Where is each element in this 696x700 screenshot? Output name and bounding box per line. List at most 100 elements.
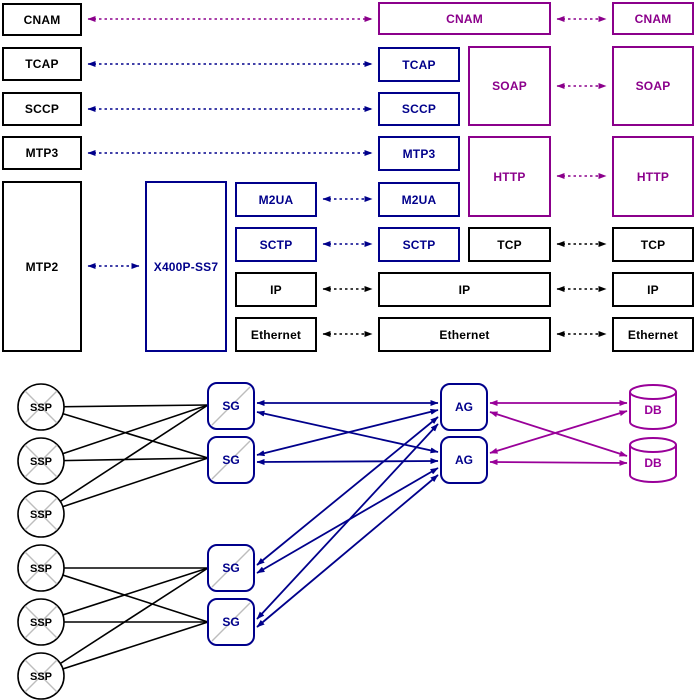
stack-box-ip-middle: IP bbox=[378, 272, 551, 307]
box-label: HTTP bbox=[636, 169, 670, 184]
stack-box-tcap-middle: TCAP bbox=[378, 47, 460, 82]
sg-nodes: SG SG SG SG bbox=[207, 382, 255, 646]
box-label: MTP3 bbox=[25, 146, 59, 160]
stack-box-m2ua-card: M2UA bbox=[235, 182, 317, 217]
ssp-node-6: SSP bbox=[17, 652, 65, 700]
stack-box-sctp-middle: SCTP bbox=[378, 227, 460, 262]
stack-box-tcap-left: TCAP bbox=[2, 47, 82, 81]
ssp-label: SSP bbox=[30, 402, 52, 414]
ssp-label: SSP bbox=[30, 617, 52, 629]
link-sg4-ag2 bbox=[256, 474, 439, 628]
ssp-label: SSP bbox=[30, 671, 52, 683]
stack-box-http-middle: HTTP bbox=[468, 136, 551, 217]
ssp-nodes: SSP SSP SSP SSP bbox=[17, 383, 65, 700]
ssp-node-5: SSP bbox=[17, 598, 65, 646]
ssp-label: SSP bbox=[30, 456, 52, 468]
stack-box-cnam-left: CNAM bbox=[2, 3, 82, 36]
ag-node-2: AG bbox=[440, 436, 488, 484]
ag-nodes: AG AG bbox=[440, 383, 488, 484]
stack-box-sctp-card: SCTP bbox=[235, 227, 317, 262]
box-label: SCTP bbox=[259, 237, 293, 252]
sg-node-4: SG bbox=[207, 598, 255, 646]
box-label: IP bbox=[270, 282, 282, 297]
stack-box-cnam-right: CNAM bbox=[612, 2, 694, 35]
box-label: Ethernet bbox=[250, 327, 302, 342]
box-label: MTP3 bbox=[402, 146, 436, 161]
box-label: IP bbox=[458, 282, 471, 297]
sg-label: SG bbox=[222, 561, 239, 575]
box-label: M2UA bbox=[258, 192, 294, 207]
link-ssp3-sg1 bbox=[40, 404, 209, 515]
sg-label: SG bbox=[222, 399, 239, 413]
box-label: SCCP bbox=[401, 102, 437, 116]
link-sg2-ag1 bbox=[256, 408, 439, 457]
db-node-2: DB bbox=[629, 437, 677, 483]
link-ssp3-sg2 bbox=[40, 457, 209, 515]
box-label: TCP bbox=[497, 237, 522, 252]
ssp-node-1: SSP bbox=[17, 383, 65, 431]
ssp-node-3: SSP bbox=[17, 490, 65, 538]
link-ssp5-sg3 bbox=[40, 567, 209, 623]
box-label: TCAP bbox=[25, 57, 59, 71]
box-label: CNAM bbox=[634, 11, 672, 26]
ssp-node-2: SSP bbox=[17, 437, 65, 485]
box-label: X400P-SS7 bbox=[153, 259, 219, 274]
sg-label: SG bbox=[222, 615, 239, 629]
stack-box-tcp-middle: TCP bbox=[468, 227, 551, 262]
stack-box-m2ua-middle: M2UA bbox=[378, 182, 460, 217]
box-label: MTP2 bbox=[25, 259, 59, 274]
db-nodes: DB DB bbox=[629, 384, 677, 483]
link-ssp6-sg3 bbox=[40, 567, 209, 677]
stack-box-tcp-right: TCP bbox=[612, 227, 694, 262]
sg-node-3: SG bbox=[207, 544, 255, 592]
sg-node-1: SG bbox=[207, 382, 255, 430]
box-label: CNAM bbox=[446, 11, 483, 26]
ag-node-1: AG bbox=[440, 383, 488, 431]
db-node-1: DB bbox=[629, 384, 677, 430]
ssp-label: SSP bbox=[30, 509, 52, 521]
box-label: SOAP bbox=[492, 79, 527, 93]
stack-box-ethernet-right: Ethernet bbox=[612, 317, 694, 352]
box-label: TCP bbox=[640, 237, 666, 252]
box-label: IP bbox=[647, 282, 659, 297]
stack-box-http-right: HTTP bbox=[612, 136, 694, 217]
stack-box-cnam-middle: CNAM bbox=[378, 2, 551, 35]
link-sg4-ag1 bbox=[256, 423, 439, 620]
box-label: CNAM bbox=[23, 12, 61, 27]
stack-box-ip-right: IP bbox=[612, 272, 694, 307]
box-label: Ethernet bbox=[627, 327, 679, 342]
ssp-label: SSP bbox=[30, 563, 52, 575]
stack-box-soap-middle: SOAP bbox=[468, 46, 551, 126]
db-label: DB bbox=[644, 456, 662, 470]
link-sg2-ag2 bbox=[256, 458, 439, 465]
box-label: SCTP bbox=[402, 237, 436, 252]
link-ssp1-sg1 bbox=[40, 404, 209, 408]
box-label: Ethernet bbox=[439, 327, 490, 342]
sg-node-2: SG bbox=[207, 436, 255, 484]
stack-box-ethernet-middle: Ethernet bbox=[378, 317, 551, 352]
stack-box-sccp-middle: SCCP bbox=[378, 92, 460, 126]
stack-box-ethernet-card: Ethernet bbox=[235, 317, 317, 352]
ag-label: AG bbox=[455, 400, 473, 414]
link-ag2-db2 bbox=[489, 459, 628, 466]
db-label: DB bbox=[644, 403, 662, 417]
box-label: M2UA bbox=[401, 192, 437, 207]
stack-box-mtp2-left: MTP2 bbox=[2, 181, 82, 352]
link-sg3-ag1 bbox=[256, 416, 439, 566]
stack-box-ip-card: IP bbox=[235, 272, 317, 307]
link-ssp2-sg1 bbox=[40, 404, 209, 462]
box-label: HTTP bbox=[493, 169, 526, 184]
box-label: TCAP bbox=[402, 57, 436, 72]
box-label: SCCP bbox=[24, 102, 60, 116]
ssp-node-4: SSP bbox=[17, 544, 65, 592]
stack-box-sccp-left: SCCP bbox=[2, 92, 82, 126]
stack-box-soap-right: SOAP bbox=[612, 46, 694, 126]
sg-label: SG bbox=[222, 453, 239, 467]
box-label: SOAP bbox=[635, 79, 671, 93]
stack-box-mtp3-middle: MTP3 bbox=[378, 136, 460, 171]
stack-box-mtp3-left: MTP3 bbox=[2, 136, 82, 170]
ag-label: AG bbox=[455, 453, 473, 467]
link-ssp6-sg4 bbox=[40, 621, 209, 677]
